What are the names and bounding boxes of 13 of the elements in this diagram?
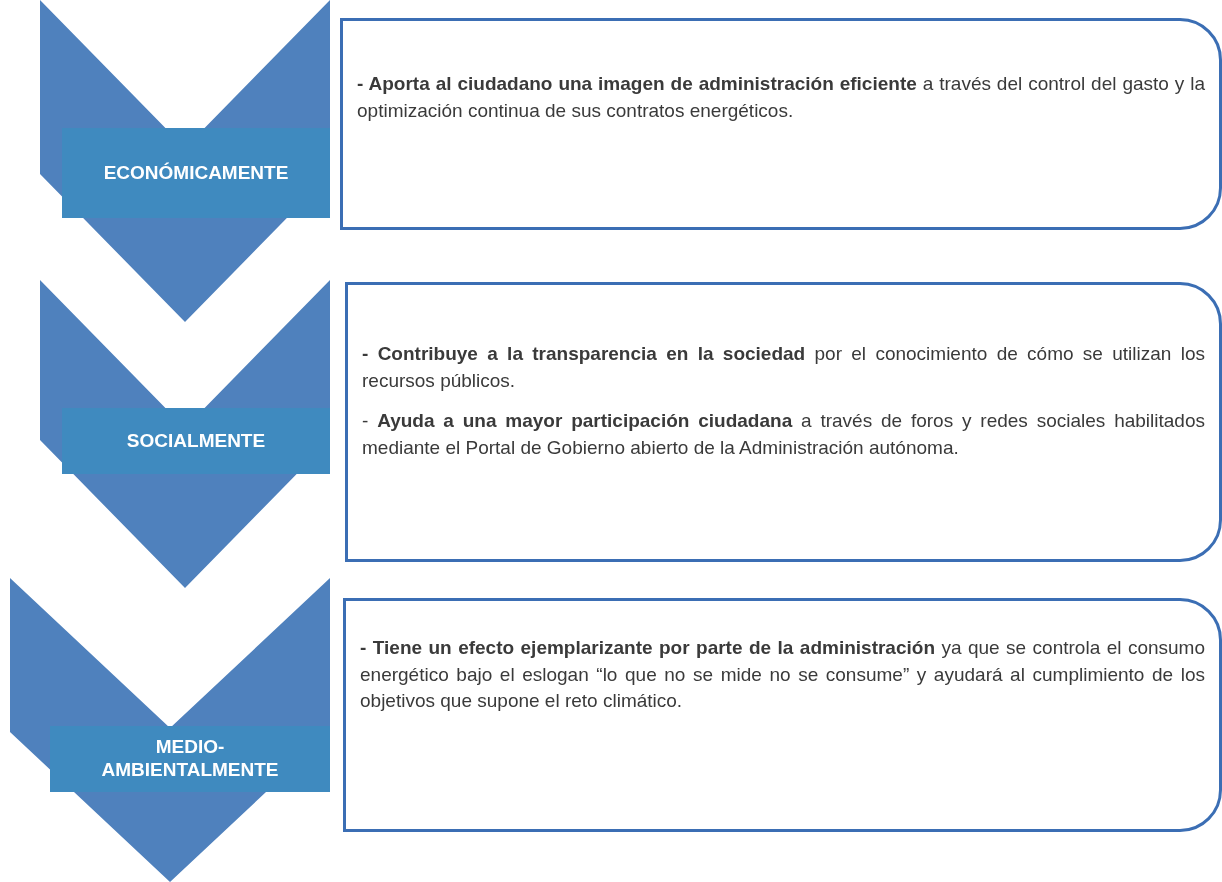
category-label: ECONÓMICAMENTE xyxy=(102,160,290,185)
chevron-shape xyxy=(10,578,330,882)
category-label: SOCIALMENTE xyxy=(125,428,267,453)
description-text: - Tiene un efecto ejemplarizante por parte de la administración ya que se controla el consumo energético bajo el eslogan “lo que no se mide no se consume” y ayudará al cumplimiento de los objetivos que supone el reto climático. xyxy=(360,636,1205,714)
text-panel xyxy=(343,598,1222,832)
description-text: - Ayuda a una mayor participación ciudadana a través de foros y redes sociales habilitados mediante el Portal de Gobierno abierto de la Administración autónoma. xyxy=(362,409,1205,460)
text-panel xyxy=(340,18,1222,230)
chevron-shape xyxy=(40,280,330,588)
description-text: - Contribuye a la transparencia en la sociedad por el conocimiento de cómo se utilizan los recursos públicos. xyxy=(362,342,1205,393)
chevron-shape xyxy=(40,0,330,322)
category-label: MEDIO- AMBIENTALMENTE xyxy=(100,735,280,782)
text-panel xyxy=(345,282,1222,562)
description-text: - Aporta al ciudadano una imagen de administración eficiente a través del control del gasto y la optimización continua de sus contratos energéticos. xyxy=(357,72,1205,123)
